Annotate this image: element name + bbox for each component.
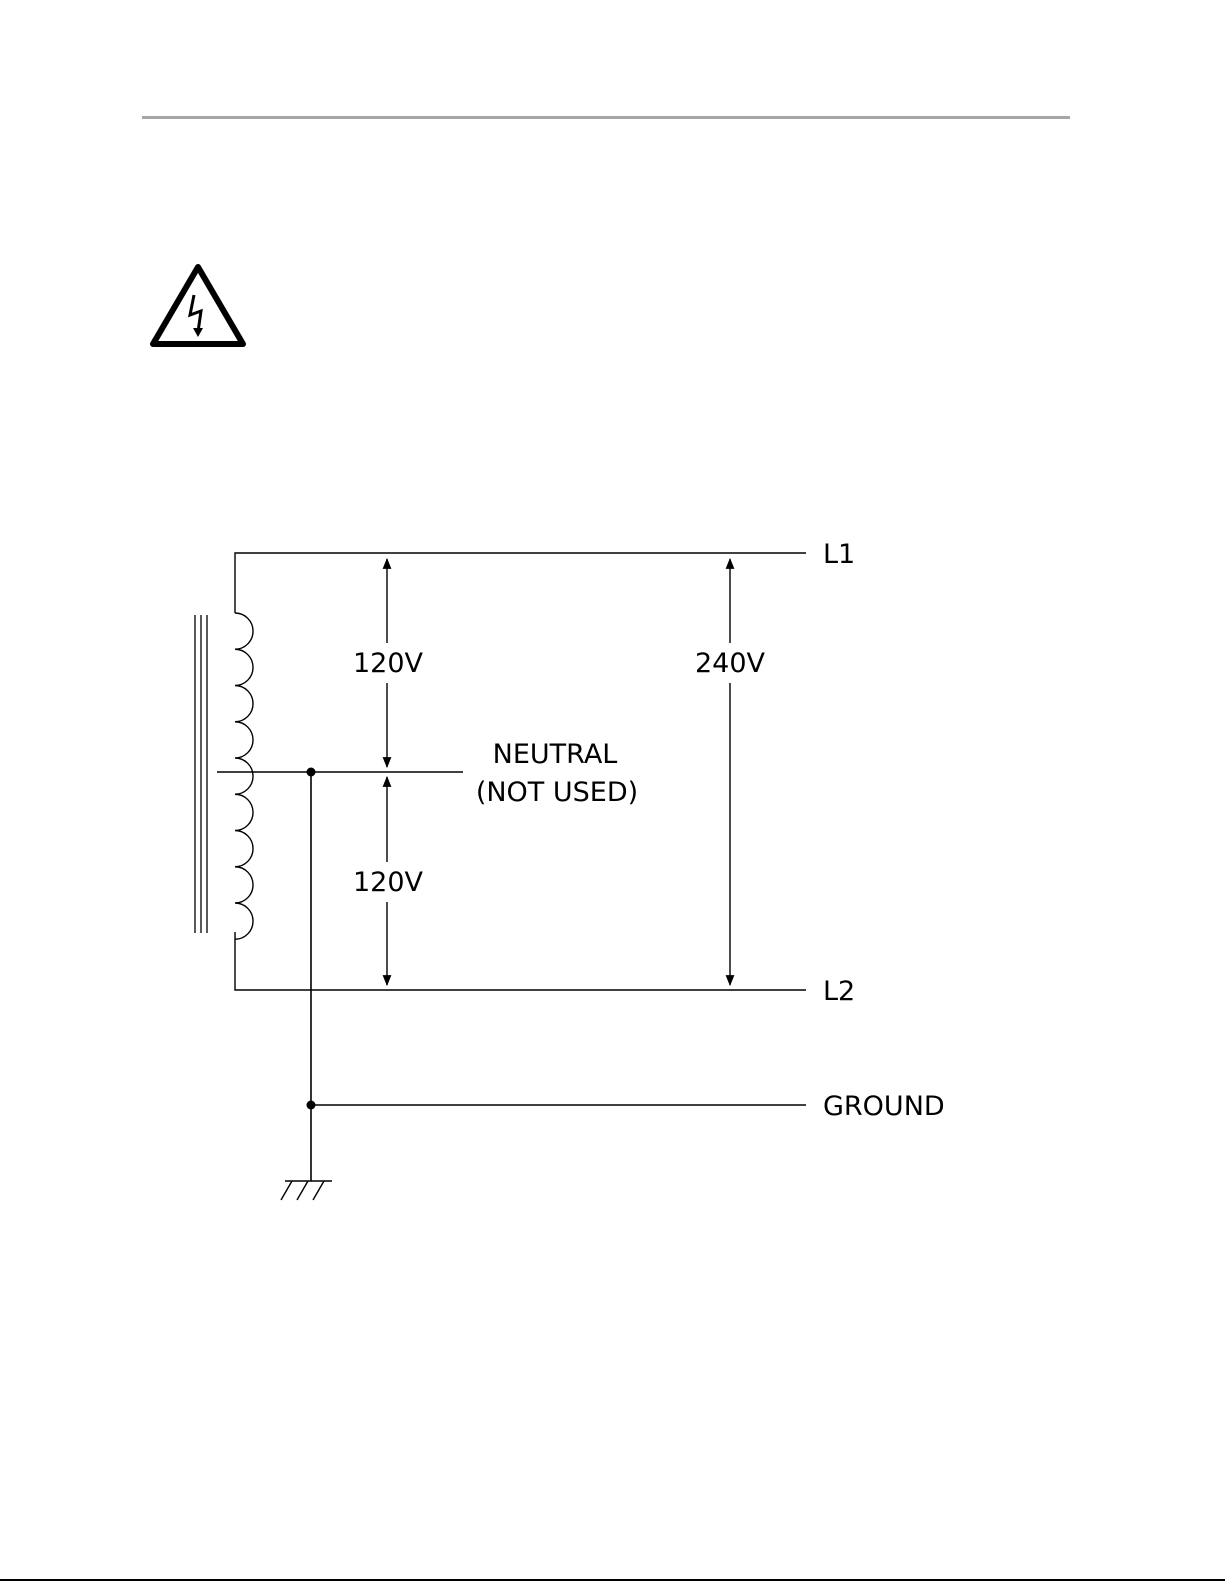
transformer-core xyxy=(195,615,207,933)
footer-rule xyxy=(0,1579,1225,1581)
l2-label: L2 xyxy=(823,976,855,1007)
neutral-label: NEUTRAL xyxy=(493,739,618,770)
neutral-status-label: (NOT USED) xyxy=(476,777,638,808)
ground-junction-dot xyxy=(307,1101,316,1110)
l1-conductor xyxy=(235,553,806,613)
neutral-junction-dot xyxy=(307,768,316,777)
earth-ground-icon xyxy=(281,1181,332,1200)
voltage-label-bottom: 120V xyxy=(353,867,424,898)
l1-label: L1 xyxy=(823,539,855,570)
voltage-label-top: 120V xyxy=(353,648,424,679)
transformer-coil-icon xyxy=(235,613,253,939)
l2-conductor xyxy=(235,932,806,990)
ground-label: GROUND xyxy=(823,1091,945,1122)
voltage-label-total: 240V xyxy=(695,648,766,679)
